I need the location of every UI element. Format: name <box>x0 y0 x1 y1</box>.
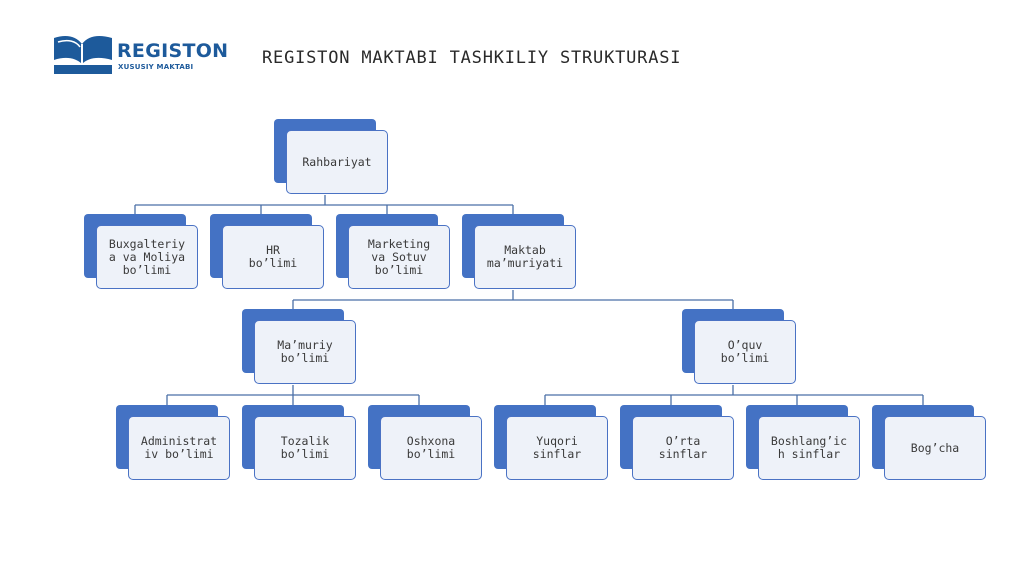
node-orta-sinflar: O’rta sinflar <box>620 405 734 481</box>
node-label: HR bo’limi <box>248 243 298 270</box>
node-label: Oshxona bo’limi <box>406 434 456 461</box>
node-mamuriy: Ma’muriy bo’limi <box>242 309 356 385</box>
node-label: Maktab ma’muriyati <box>486 243 564 270</box>
node-label: Yuqori sinflar <box>532 434 582 461</box>
node-rahbariyat: Rahbariyat <box>274 119 388 195</box>
node-label: O’quv bo’limi <box>720 338 770 365</box>
book-logo-icon <box>54 36 112 74</box>
node-label: Buxgalteriy a va Moliya bo’limi <box>108 236 186 277</box>
registon-logo: REGISTON XUSUSIY MAKTABI <box>52 32 228 78</box>
node-label: Ma’muriy bo’limi <box>277 338 333 365</box>
node-label: O’rta sinflar <box>658 434 708 461</box>
node-oshxona: Oshxona bo’limi <box>368 405 482 481</box>
logo-name: REGISTON <box>117 40 229 62</box>
node-yuqori-sinflar: Yuqori sinflar <box>494 405 608 481</box>
node-label: Bog’cha <box>910 440 960 455</box>
node-hr: HR bo’limi <box>210 214 324 290</box>
node-boshlangich-sinflar: Boshlang’ic h sinflar <box>746 405 860 481</box>
logo-subtitle: XUSUSIY MAKTABI <box>118 63 194 71</box>
node-bogcha: Bog’cha <box>872 405 986 481</box>
node-administrativ: Administrat iv bo’limi <box>116 405 230 481</box>
page-title: REGISTON MAKTABI TASHKILIY STRUKTURASI <box>262 48 682 68</box>
node-oquv: O’quv bo’limi <box>682 309 796 385</box>
node-maktab-mamuriyati: Maktab ma’muriyati <box>462 214 576 290</box>
node-tozalik: Tozalik bo’limi <box>242 405 356 481</box>
node-label: Boshlang’ic h sinflar <box>770 434 848 461</box>
node-label: Tozalik bo’limi <box>280 434 330 461</box>
node-label: Marketing va Sotuv bo’limi <box>367 236 431 277</box>
node-marketing: Marketing va Sotuv bo’limi <box>336 214 450 290</box>
node-label: Administrat iv bo’limi <box>140 434 218 461</box>
node-buxgalteriya: Buxgalteriy a va Moliya bo’limi <box>84 214 198 290</box>
node-label: Rahbariyat <box>302 154 372 169</box>
